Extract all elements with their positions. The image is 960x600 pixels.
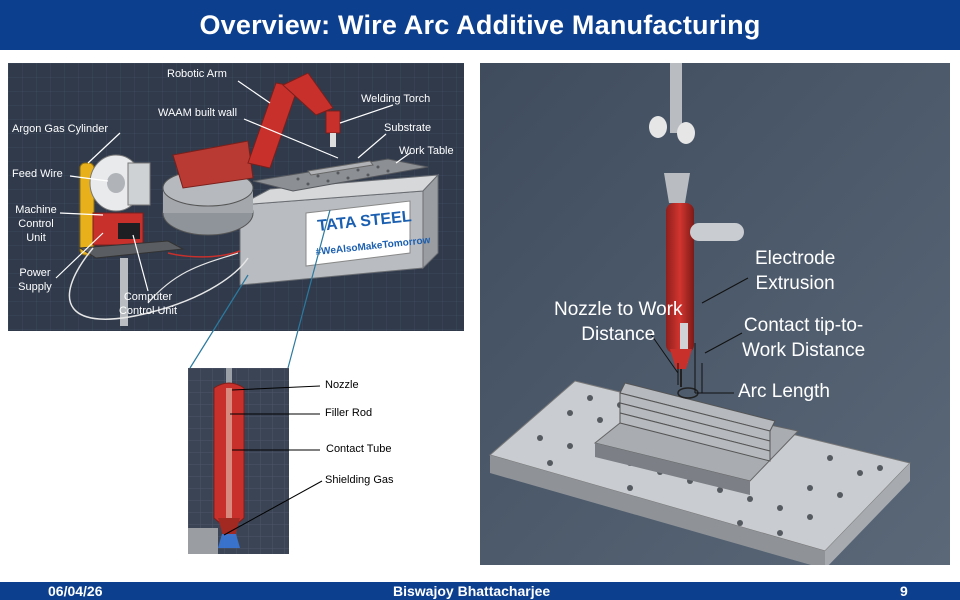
label-nozzle: Nozzle: [325, 379, 359, 391]
label-machine-control-unit-line-2: Control: [18, 218, 54, 230]
label-machine-control-unit-line-3: Unit: [26, 232, 46, 244]
label-contact-tube: Contact Tube: [326, 443, 392, 455]
torch-geometry-image: Electrode Extrusion Nozzle to Work Dista…: [480, 63, 950, 565]
footer-date: 06/04/26: [48, 583, 103, 599]
label-work-table: Work Table: [399, 145, 454, 157]
title-bar: Overview: Wire Arc Additive Manufacturin…: [0, 0, 960, 50]
label-feed-wire: Feed Wire: [12, 168, 63, 180]
label-electrode-extrusion: Electrode Extrusion: [755, 246, 835, 296]
label-power-supply-line-2: Supply: [18, 281, 52, 293]
label-nozzle-to-work-distance-line-2: Distance: [581, 324, 656, 345]
footer-author: Biswajoy Bhattacharjee: [393, 583, 551, 599]
label-contact-tip-to-work-distance: Contact tip-to- Work Distance: [742, 313, 865, 363]
label-power-supply: Power Supply: [12, 266, 58, 294]
label-electrode-extrusion-line-1: Electrode: [755, 248, 836, 269]
label-power-supply-line-1: Power: [19, 267, 51, 279]
label-nozzle-to-work-distance: Nozzle to Work Distance: [554, 297, 682, 347]
footer-page-number: 9: [900, 583, 908, 599]
label-argon-gas-cylinder: Argon Gas Cylinder: [12, 123, 108, 135]
label-substrate: Substrate: [384, 122, 432, 134]
label-contact-tip-to-work-distance-line-2: Work Distance: [742, 340, 866, 361]
label-contact-tip-to-work-distance-line-1: Contact tip-to-: [743, 315, 864, 336]
label-robotic-arm: Robotic Arm: [167, 68, 227, 80]
torch-geometry-drawing: [480, 63, 950, 565]
label-computer-control-unit: Computer Control Unit: [112, 290, 184, 318]
label-waam-built-wall: WAAM built wall: [158, 107, 238, 119]
waam-setup-image: TATA STEEL #WeAlsoMakeTomorrow Robotic A…: [8, 63, 464, 331]
label-electrode-extrusion-line-2: Extrusion: [755, 273, 835, 294]
slide-title: Overview: Wire Arc Additive Manufacturin…: [199, 9, 761, 40]
label-machine-control-unit-line-1: Machine: [15, 204, 57, 216]
label-computer-control-unit-line-2: Control Unit: [118, 305, 178, 317]
label-welding-torch: Welding Torch: [361, 93, 431, 105]
torch-detail-image: [188, 368, 289, 554]
label-computer-control-unit-line-1: Computer: [123, 291, 173, 303]
torch-detail-drawing: [188, 368, 289, 554]
label-arc-length: Arc Length: [738, 381, 830, 402]
footer-bar: 06/04/26 Biswajoy Bhattacharjee 9: [0, 582, 960, 600]
label-filler-rod: Filler Rod: [325, 407, 373, 419]
label-machine-control-unit: Machine Control Unit: [10, 203, 62, 245]
waam-setup-drawing: TATA STEEL #WeAlsoMakeTomorrow: [8, 63, 464, 331]
label-nozzle-to-work-distance-line-1: Nozzle to Work: [554, 299, 683, 320]
label-shielding-gas: Shielding Gas: [325, 474, 394, 486]
